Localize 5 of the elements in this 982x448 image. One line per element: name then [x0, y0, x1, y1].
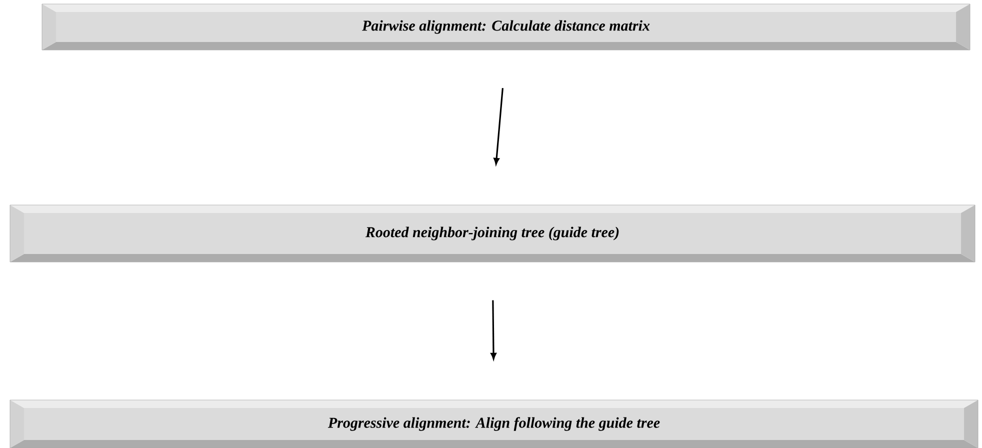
arrow	[490, 300, 496, 360]
bevel-box: Rooted neighbor-joining tree (guide tree)	[10, 204, 976, 262]
bevel-box: Progressive alignment: Align following the guide tree	[10, 400, 978, 448]
arrow	[494, 88, 504, 165]
bevel-box: Pairwise alignment: Calculate distance matrix	[42, 4, 970, 50]
